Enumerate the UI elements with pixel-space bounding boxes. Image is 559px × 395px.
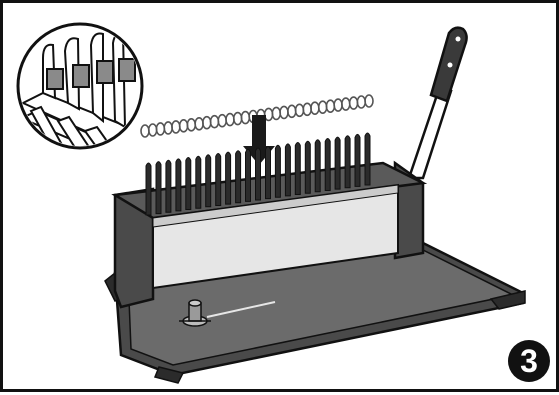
comb-tooth: [186, 158, 191, 210]
comb-tooth: [156, 162, 161, 214]
coil-loop: [296, 104, 304, 116]
binding-machine-illustration: [3, 3, 559, 395]
coil-loop: [319, 101, 327, 113]
coil-loop: [350, 97, 358, 109]
step-number-badge: 3: [508, 340, 550, 382]
coil-loop: [311, 102, 319, 114]
comb-tooth: [256, 148, 261, 200]
coil-loop: [172, 121, 180, 133]
comb-tooth: [315, 140, 320, 192]
coil-loop: [211, 116, 219, 128]
comb-tooth: [236, 151, 241, 203]
coil-loop: [149, 124, 157, 136]
magnified-comb-detail-icon: [18, 24, 143, 163]
lever-handle-icon: [409, 28, 467, 178]
coil-loop: [218, 115, 226, 127]
coil-loop: [180, 120, 188, 132]
comb-tooth: [146, 163, 151, 215]
comb-tooth: [325, 139, 330, 191]
coil-loop: [141, 125, 149, 137]
coil-loop: [365, 95, 373, 107]
coil-loop: [326, 100, 334, 112]
coil-loop: [272, 107, 280, 119]
coil-loop: [156, 123, 164, 135]
coil-loop: [234, 113, 242, 125]
comb-tooth: [176, 159, 181, 211]
coil-loop: [303, 103, 311, 115]
comb-tooth: [226, 152, 231, 204]
coil-loop: [203, 117, 211, 129]
comb-tooth: [166, 160, 171, 212]
coil-loop: [280, 106, 288, 118]
coil-loop: [226, 114, 234, 126]
comb-tooth: [295, 143, 300, 195]
comb-tooth: [196, 156, 201, 208]
comb-tooth: [266, 147, 271, 199]
comb-tooth: [206, 155, 211, 207]
coil-loop: [164, 122, 172, 134]
comb-tooth: [305, 141, 310, 193]
comb-tooth: [335, 137, 340, 189]
coil-loop: [241, 112, 249, 124]
coil-loop: [334, 99, 342, 111]
coil-loop: [342, 98, 350, 110]
comb-tooth: [275, 145, 280, 197]
coil-loop: [187, 119, 195, 131]
comb-tooth: [365, 133, 370, 185]
comb-tooth: [216, 154, 221, 206]
comb-tooth: [355, 134, 360, 186]
comb-tooth: [285, 144, 290, 196]
coil-loop: [357, 96, 365, 108]
coil-loop: [195, 118, 203, 130]
binding-machine-icon: [105, 133, 525, 383]
comb-tooth: [345, 136, 350, 188]
comb-tooth: [246, 149, 251, 201]
coil-loop: [288, 105, 296, 117]
